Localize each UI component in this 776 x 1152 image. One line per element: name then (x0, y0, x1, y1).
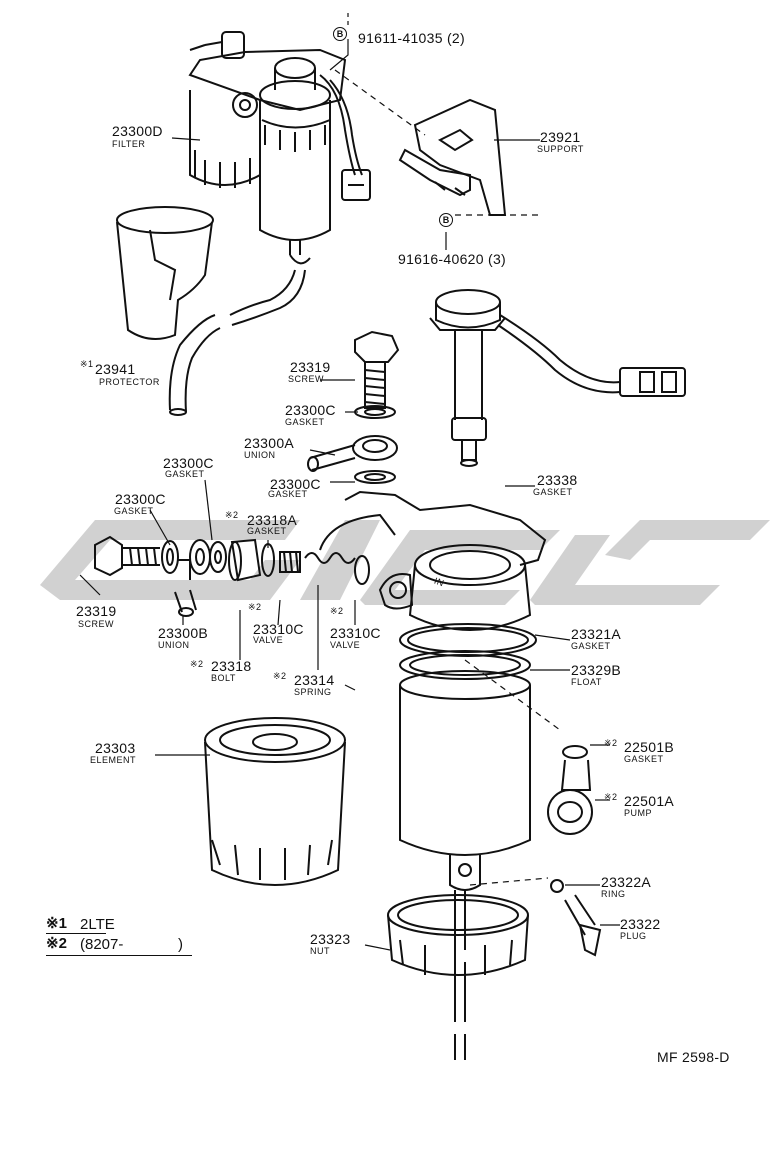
part-22501A-mark: ※2 (604, 792, 618, 802)
part-23322: 23322 (620, 916, 661, 932)
filter-housing (319, 490, 547, 1060)
part-23318-name: BOLT (211, 673, 236, 683)
part-23300C-d-name: GASKET (114, 506, 154, 516)
part-23319-bottom-name: SCREW (78, 619, 114, 629)
part-23300B-name: UNION (158, 640, 190, 650)
part-91611: 91611-41035 (2) (358, 30, 465, 46)
part-23941-name: PROTECTOR (99, 377, 160, 387)
legend-row-2-close: ) (178, 936, 183, 953)
part-22501B-name: GASKET (624, 754, 664, 764)
part-23300C-a: 23300C (285, 402, 336, 418)
legend-underline-2 (46, 955, 192, 956)
part-23329B-name: FLOAT (571, 677, 602, 687)
part-23300D-name: FILTER (112, 139, 146, 149)
part-23318A-name: GASKET (247, 526, 287, 536)
part-23300A-name: UNION (244, 450, 276, 460)
part-23322-name: PLUG (620, 931, 647, 941)
part-23318-mark: ※2 (190, 659, 204, 669)
priming-pump (547, 745, 593, 835)
part-23300C-c: 23300C (270, 476, 321, 492)
legend-row-2-text: (8207- (80, 936, 124, 953)
support-bracket (398, 98, 507, 216)
part-23300A: 23300A (244, 435, 295, 451)
part-23318A: 23318A (247, 512, 298, 528)
part-22501A: 22501A (624, 793, 675, 809)
side-parts (94, 535, 370, 617)
legend-underline-1 (46, 933, 106, 934)
part-23310C-a-name: VALVE (253, 635, 284, 645)
part-22501B-mark: ※2 (604, 738, 618, 748)
part-23941-mark: ※1 (80, 359, 94, 369)
part-23329B: 23329B (571, 662, 622, 678)
part-23303: 23303 (95, 740, 136, 756)
part-23303-name: ELEMENT (90, 755, 137, 765)
hose (168, 269, 306, 416)
part-23300C-c-name: GASKET (268, 489, 308, 499)
part-23319-bottom: 23319 (76, 603, 117, 619)
part-23310C-a: 23310C (253, 621, 304, 637)
part-23314: 23314 (294, 672, 335, 688)
dashed-guides (334, 69, 561, 886)
leader-lines (79, 12, 620, 951)
filter-assembly (188, 31, 371, 265)
part-23318A-mark: ※2 (225, 510, 239, 520)
housing-nut (387, 894, 529, 982)
part-23338-name: GASKET (533, 487, 573, 497)
part-23300C-b-name: GASKET (165, 469, 205, 479)
part-23300B: 23300B (158, 625, 209, 641)
part-23322A: 23322A (601, 874, 652, 890)
part-23322A-name: RING (601, 889, 626, 899)
oil-element (204, 717, 346, 886)
part-22501B: 22501B (624, 739, 675, 755)
part-23314-mark: ※2 (273, 671, 287, 681)
figure-code: MF 2598-D (657, 1049, 730, 1065)
part-22501A-name: PUMP (624, 808, 653, 818)
part-23321A-name: GASKET (571, 641, 611, 651)
part-23310C-b-mark: ※2 (330, 606, 344, 616)
part-23921: 23921 (540, 129, 581, 145)
part-23314-name: SPRING (294, 687, 332, 697)
part-23310C-b: 23310C (330, 625, 381, 641)
part-23318: 23318 (211, 658, 252, 674)
part-23338: 23338 (537, 472, 578, 488)
part-23310C-a-mark: ※2 (248, 602, 262, 612)
legend-row-1-text: 2LTE (80, 916, 115, 933)
part-23300C-a-name: GASKET (285, 417, 325, 427)
sensor-assembly (429, 289, 686, 467)
part-91616: 91616-40620 (3) (398, 251, 507, 267)
callout-b-bottom: B (439, 213, 453, 227)
part-23300C-d: 23300C (115, 491, 166, 507)
callout-b-top: B (333, 27, 347, 41)
part-23319-top: 23319 (290, 359, 331, 375)
part-23321A: 23321A (571, 626, 622, 642)
part-23323-name: NUT (310, 946, 330, 956)
protector-shield (116, 206, 214, 340)
part-23300C-b: 23300C (163, 455, 214, 471)
part-23941: 23941 (95, 361, 136, 377)
drain-plug (550, 879, 602, 957)
part-23310C-b-name: VALVE (330, 640, 361, 650)
part-23921-name: SUPPORT (537, 144, 584, 154)
part-23300D: 23300D (112, 123, 163, 139)
legend-row-2-mark: ※2 (46, 935, 67, 952)
part-23319-top-name: SCREW (288, 374, 324, 384)
legend-row-1-mark: ※1 (46, 915, 67, 932)
part-23323: 23323 (310, 931, 351, 947)
